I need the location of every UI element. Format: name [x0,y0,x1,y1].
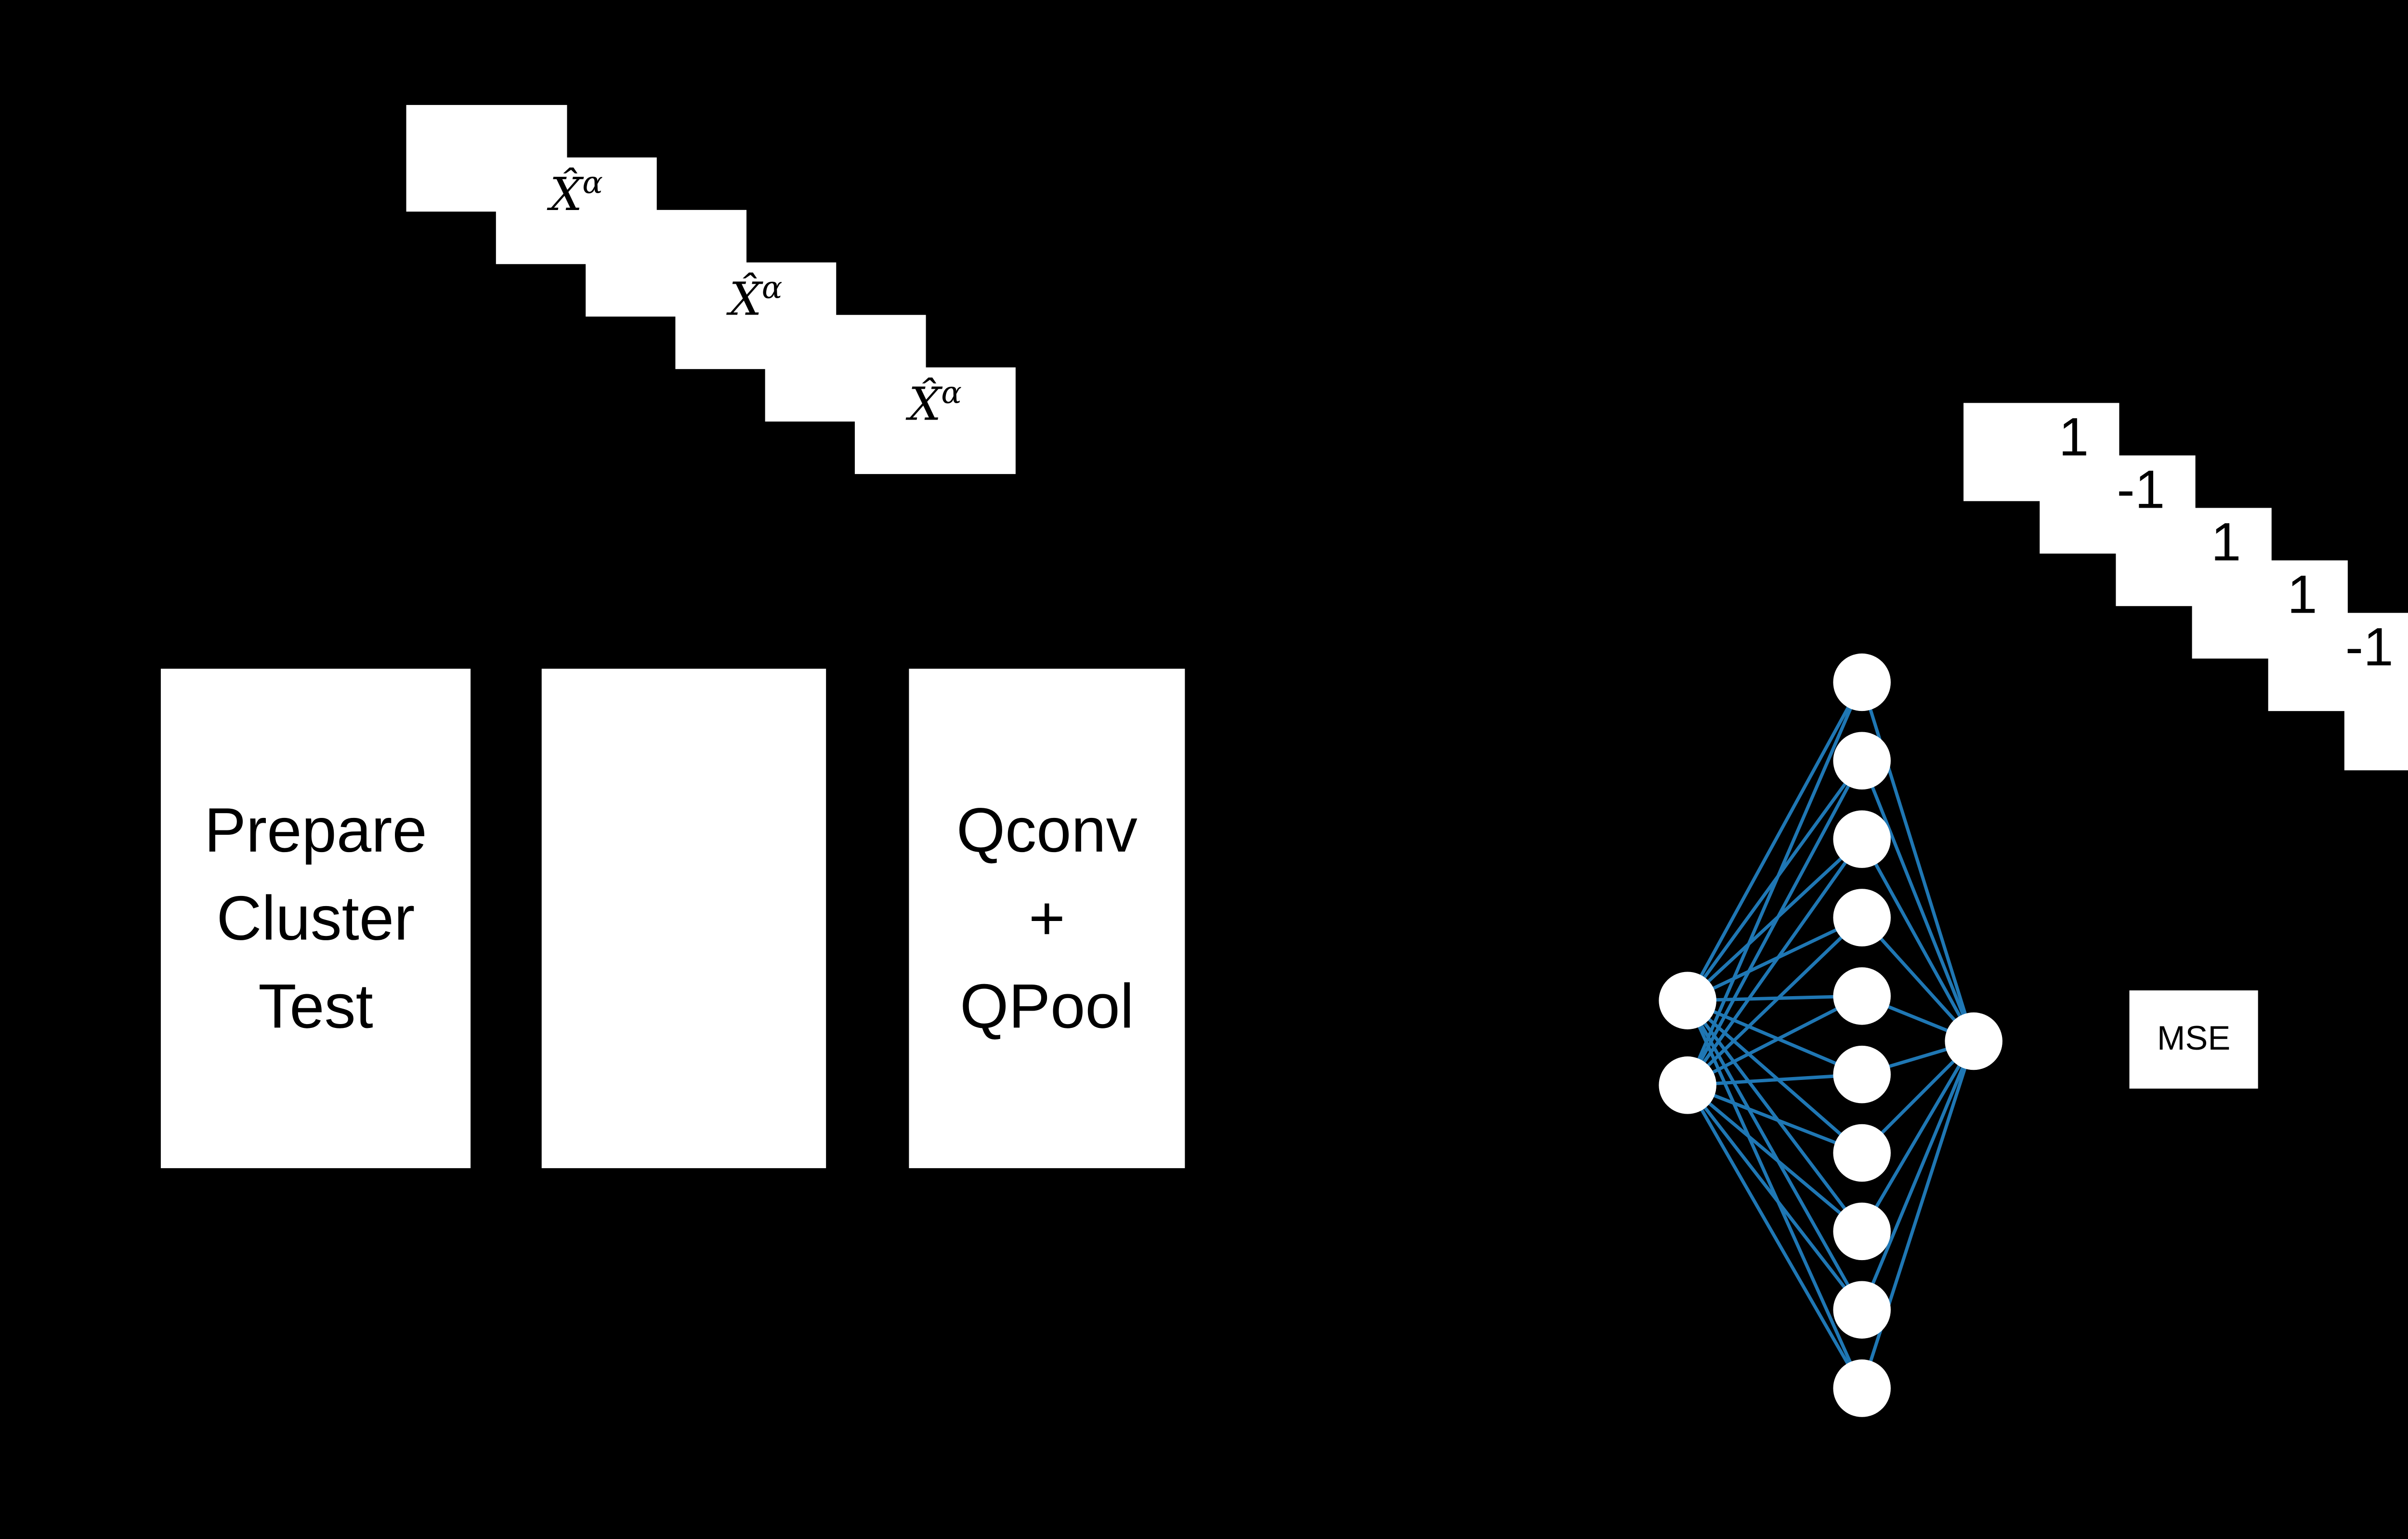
network-node [1833,1281,1891,1339]
network-edge [1686,1000,1864,1389]
box-label-line: QPool [960,971,1134,1040]
network-edge [1686,838,1863,1002]
network-node [1833,653,1891,711]
network-edge [1687,994,1863,1087]
box-label-line: Qconv [956,795,1138,865]
box-label-line: Test [258,971,373,1040]
network-edge [1860,1040,1976,1233]
network-edge [1860,682,1976,1042]
network-edge [1687,1083,1863,1155]
network-node [1833,1124,1891,1182]
network-edge [1688,994,1862,1002]
network-node [1833,1202,1891,1261]
box-label-line: Prepare [204,795,427,865]
target-label-card: 1 [2344,665,2408,771]
network-edge [1860,760,1976,1042]
network-node [1659,1056,1716,1114]
network-node [1659,972,1716,1029]
prepare-cluster-test-box: Prepare Cluster Test [160,669,471,1169]
math-superscript: α [941,376,962,412]
network-node [1833,889,1891,947]
network-edge [1861,1039,1975,1077]
network-edge [1860,1040,1976,1311]
network-edge [1860,916,1975,1042]
network-edge [1686,760,1864,1086]
quantum-state-label: X̂α [675,271,836,327]
network-edge [1686,838,1864,1086]
math-base: X̂ [908,379,942,432]
network-edge [1860,1040,1975,1154]
mse-label: MSE [2157,1020,2231,1057]
network-edge [1686,1084,1863,1233]
network-edge [1686,760,1864,1002]
math-superscript: α [761,271,783,307]
network-node [1945,1012,2002,1070]
network-node [1833,810,1891,868]
network-edge [1687,1073,1862,1087]
math-base: X̂ [550,169,583,222]
math-superscript: α [582,166,603,202]
network-edge [1686,1000,1864,1311]
network-edge [1686,999,1863,1155]
box-label-line: Cluster [216,882,415,953]
network-edge [1686,681,1864,1001]
network-edge [1860,1040,1976,1389]
box-label-line: + [1028,882,1065,953]
network-edge [1860,838,1976,1042]
empty-stage-box [541,669,826,1169]
network-edge [1687,999,1863,1076]
network-edge [1686,682,1864,1086]
quantum-state-card: X̂α [854,367,1016,474]
qconv-qpool-box: Qconv + QPool [909,669,1185,1169]
network-node [1833,967,1891,1025]
network-edge [1686,916,1863,1087]
network-edge [1686,1000,1863,1233]
network-edge [1686,1084,1864,1389]
math-base: X̂ [729,274,762,327]
quantum-state-label: X̂α [496,166,657,222]
quantum-state-label: X̂α [855,376,1016,432]
network-node [1833,732,1891,790]
network-edge [1686,1084,1863,1311]
network-edge [1861,994,1975,1043]
mse-box: MSE [2129,990,2258,1089]
network-node [1833,1359,1891,1417]
network-edge [1687,916,1863,1002]
network-node [1833,1045,1891,1104]
